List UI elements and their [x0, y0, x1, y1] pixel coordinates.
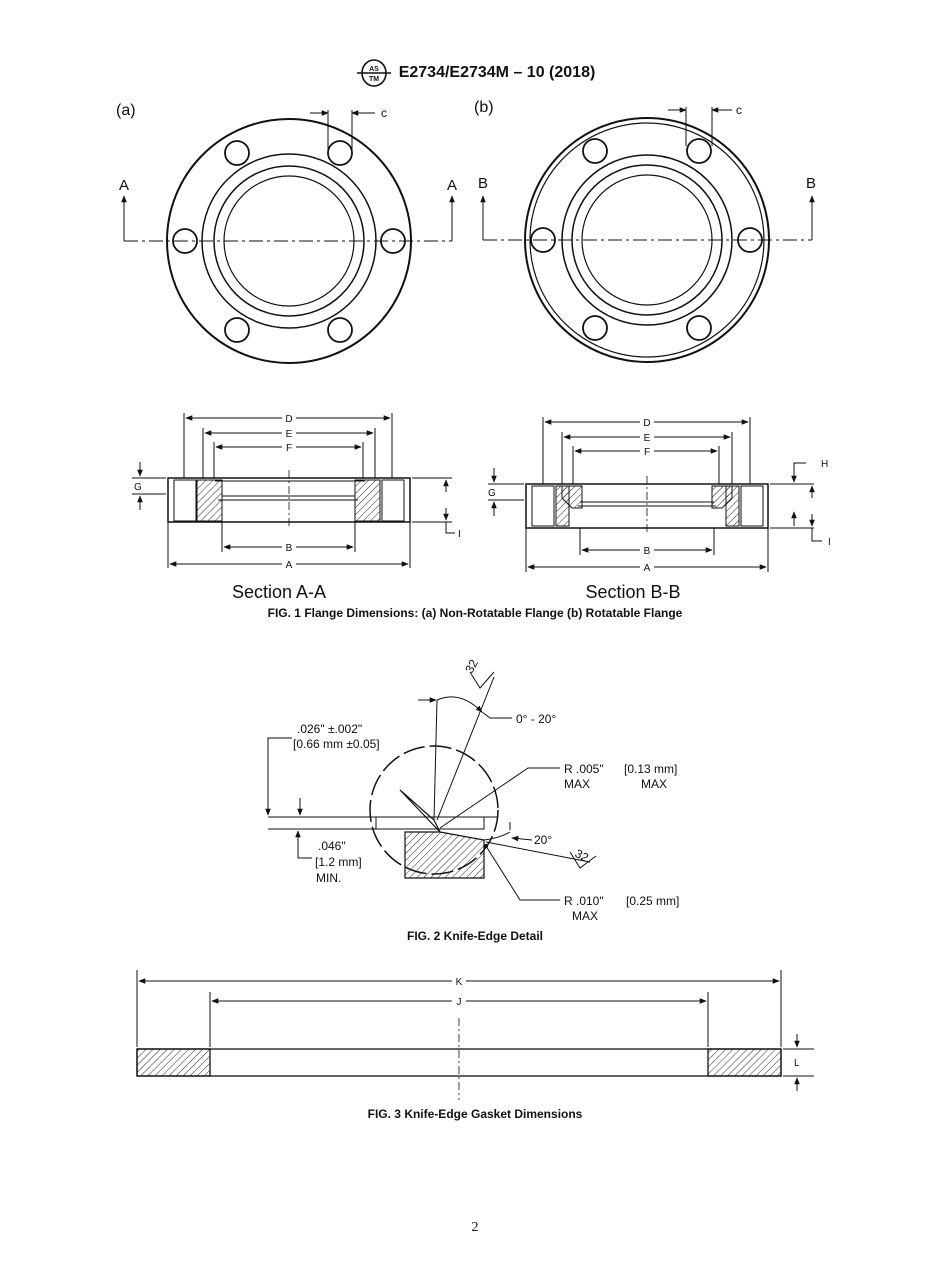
r-base-mm: [0.25 mm] [626, 894, 679, 908]
bolt-holes [172, 140, 406, 343]
dim-i-a: I [458, 529, 461, 540]
r-tip-in: R .005" [564, 762, 604, 776]
r-tip-mm: [0.13 mm] [624, 762, 677, 776]
section-marker-b-left: B [478, 175, 488, 192]
thickness-mm: [0.66 mm ±0.05] [293, 737, 380, 751]
fig2-caption: FIG. 2 Knife-Edge Detail [406, 929, 544, 943]
dim-i-b: I [828, 537, 831, 548]
dim-d-b: D [643, 418, 650, 429]
finish-mark-top: 32 [462, 657, 481, 676]
dim-c-b: c [736, 103, 742, 117]
angle-range: 0° - 20° [516, 712, 556, 726]
min-label: MIN. [316, 871, 341, 885]
label-b: (b) [474, 99, 494, 116]
dim-a-a: A [286, 560, 293, 571]
svg-text:TM: TM [369, 76, 379, 83]
flange-b-top-view [480, 107, 815, 363]
dim-g-a: G [134, 482, 142, 493]
flange-a-top-view [121, 110, 455, 364]
dim-e-b: E [644, 433, 651, 444]
dim-k: K [456, 977, 463, 988]
r-base-in: R .010" [564, 894, 604, 908]
min-mm: [1.2 mm] [315, 855, 362, 869]
gasket-drawing [136, 970, 814, 1100]
dim-b-b: B [644, 546, 651, 557]
bolt-holes-b [530, 138, 763, 341]
dim-j: J [457, 997, 462, 1008]
section-b-b-drawing [488, 417, 822, 572]
fig3-caption: FIG. 3 Knife-Edge Gasket Dimensions [367, 1107, 583, 1121]
r-tip-max-2: MAX [641, 777, 667, 791]
dim-f-a: F [286, 443, 292, 454]
section-marker-a-left: A [119, 177, 129, 194]
angle-20: 20° [534, 833, 552, 847]
section-marker-b-right: B [806, 175, 816, 192]
knife-edge-detail-drawing [265, 671, 597, 901]
r-base-max: MAX [572, 909, 598, 923]
page-header: AS TM E2734/E2734M – 10 (2018) [0, 58, 950, 88]
section-b-title: Section B-B [585, 582, 680, 602]
dim-l: L [794, 1058, 800, 1069]
section-a-a-drawing [132, 413, 455, 568]
dim-b-a: B [286, 543, 293, 554]
dim-d-a: D [285, 414, 292, 425]
r-tip-max-1: MAX [564, 777, 590, 791]
dim-g-b: G [488, 488, 496, 499]
thickness-in: .026" ±.002" [297, 722, 362, 736]
dim-c-a: c [381, 106, 387, 120]
finish-mark-right: 32 [573, 846, 592, 865]
svg-text:AS: AS [369, 66, 379, 73]
label-a: (a) [116, 102, 136, 119]
page-number: 2 [471, 1220, 479, 1235]
dim-e-a: E [286, 429, 293, 440]
document-id: E2734/E2734M – 10 (2018) [398, 64, 596, 81]
astm-logo-icon: AS TM [356, 59, 391, 87]
dim-a-b: A [644, 563, 651, 574]
dim-f-b: F [644, 447, 650, 458]
min-in: .046" [318, 839, 346, 853]
section-a-title: Section A-A [232, 582, 326, 602]
dim-h-b: H [821, 459, 828, 470]
section-marker-a-right: A [447, 177, 457, 194]
fig1-caption: FIG. 1 Flange Dimensions: (a) Non-Rotata… [267, 606, 683, 620]
